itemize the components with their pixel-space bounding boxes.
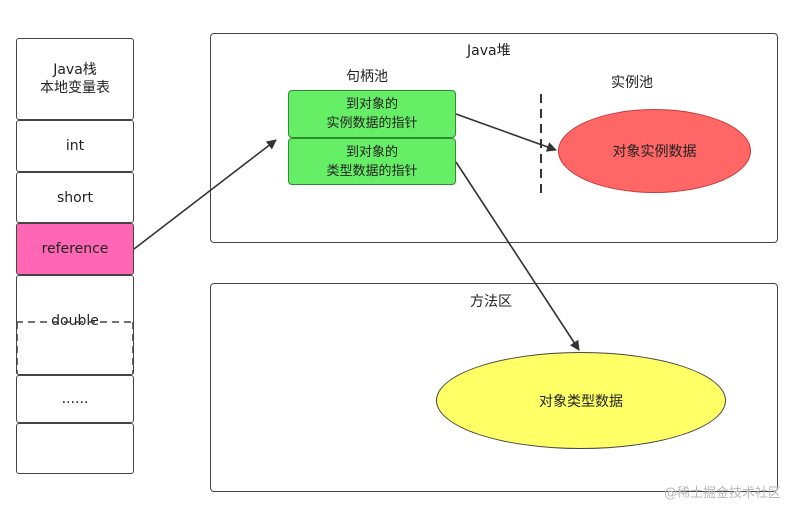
handle-instance-line1: 到对象的	[345, 97, 398, 112]
instance-data-ellipse: 对象实例数据	[558, 109, 751, 193]
stack-title-line2: 本地变量表	[40, 80, 110, 96]
stack-cell-empty	[16, 423, 134, 474]
method-area-title: 方法区	[470, 294, 512, 310]
type-data-ellipse: 对象类型数据	[436, 352, 726, 449]
handle-type-pointer: 到对象的 类型数据的指针	[288, 138, 456, 185]
handle-pool-label: 句柄池	[346, 69, 388, 85]
instance-pool-label: 实例池	[611, 75, 653, 91]
stack-cell-short-label: short	[57, 189, 93, 206]
handle-type-line1: 到对象的	[345, 144, 398, 160]
stack-cell-int: int	[16, 120, 134, 172]
type-data-label: 对象类型数据	[539, 393, 623, 410]
stack-title-cell: Java栈 本地变量表	[16, 38, 134, 120]
arrow-handle-to-instance-data	[455, 113, 557, 152]
watermark: @稀土掘金技术社区	[663, 486, 781, 501]
arrow-handle-to-type-data	[455, 161, 580, 351]
java-heap-title: Java堆	[467, 43, 511, 59]
stack-cell-short: short	[16, 172, 134, 223]
stack-cell-int-label: int	[65, 138, 85, 154]
stack-cell-reference-label: reference	[41, 241, 109, 257]
stack-title-line1: Java栈	[53, 62, 97, 78]
arrow-reference-to-handle	[133, 139, 277, 250]
handle-instance-line2: 实例数据的指针	[326, 116, 418, 131]
stack-cell-double-label: double	[51, 313, 99, 329]
handle-type-line2: 类型数据的指针	[326, 163, 418, 179]
instance-data-label: 对象实例数据	[612, 144, 697, 160]
stack-cell-reference: reference	[16, 223, 134, 275]
stack-cell-double: double	[16, 275, 134, 375]
stack-cell-ellipsis-label: ......	[61, 391, 89, 407]
handle-instance-pointer: 到对象的 实例数据的指针	[288, 90, 456, 138]
stack-cell-ellipsis: ......	[16, 375, 134, 423]
